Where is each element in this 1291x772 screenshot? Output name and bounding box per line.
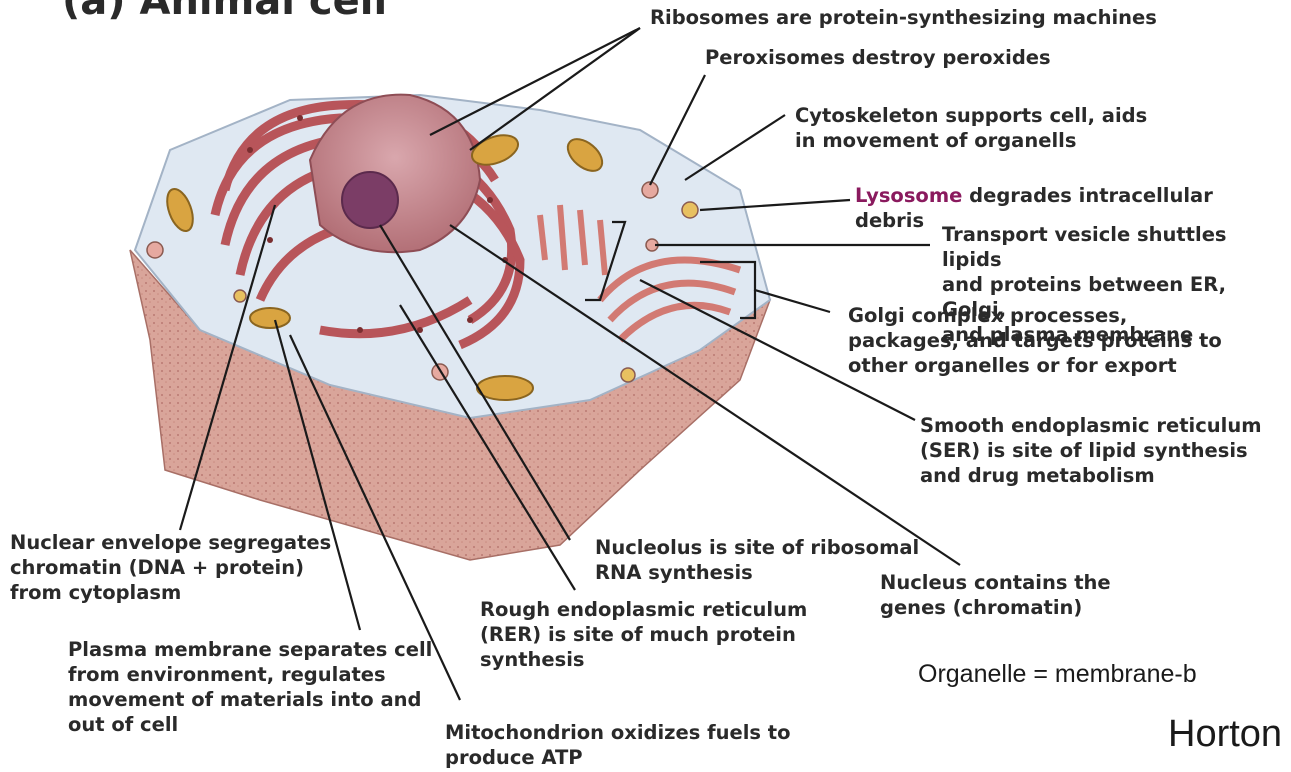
- organelle-definition: Organelle = membrane-b: [918, 660, 1197, 689]
- label-ribosomes: Ribosomes are protein-synthesizing machi…: [650, 5, 1157, 30]
- lysosome-desc: degrades intracellular: [962, 184, 1212, 207]
- lysosome-term: Lysosome: [855, 184, 962, 207]
- label-ser: Smooth endoplasmic reticulum (SER) is si…: [920, 413, 1262, 488]
- source-credit: Horton: [1168, 713, 1282, 756]
- label-mitochondrion: Mitochondrion oxidizes fuels to produce …: [445, 720, 791, 770]
- label-nucleus: Nucleus contains the genes (chromatin): [880, 570, 1111, 620]
- label-nuclear-envelope: Nuclear envelope segregates chromatin (D…: [10, 530, 331, 605]
- label-cytoskeleton: Cytoskeleton supports cell, aids in move…: [795, 103, 1147, 153]
- label-lysosome-line2: debris: [855, 208, 924, 233]
- label-rer: Rough endoplasmic reticulum (RER) is sit…: [480, 597, 807, 672]
- label-lysosome: Lysosome degrades intracellular: [855, 183, 1213, 208]
- label-golgi: Golgi complex processes, packages, and t…: [848, 303, 1222, 378]
- label-plasma-membrane: Plasma membrane separates cell from envi…: [68, 637, 432, 737]
- nucleolus: [342, 172, 398, 228]
- label-peroxisomes: Peroxisomes destroy peroxides: [705, 45, 1051, 70]
- label-nucleolus: Nucleolus is site of ribosomal RNA synth…: [595, 535, 919, 585]
